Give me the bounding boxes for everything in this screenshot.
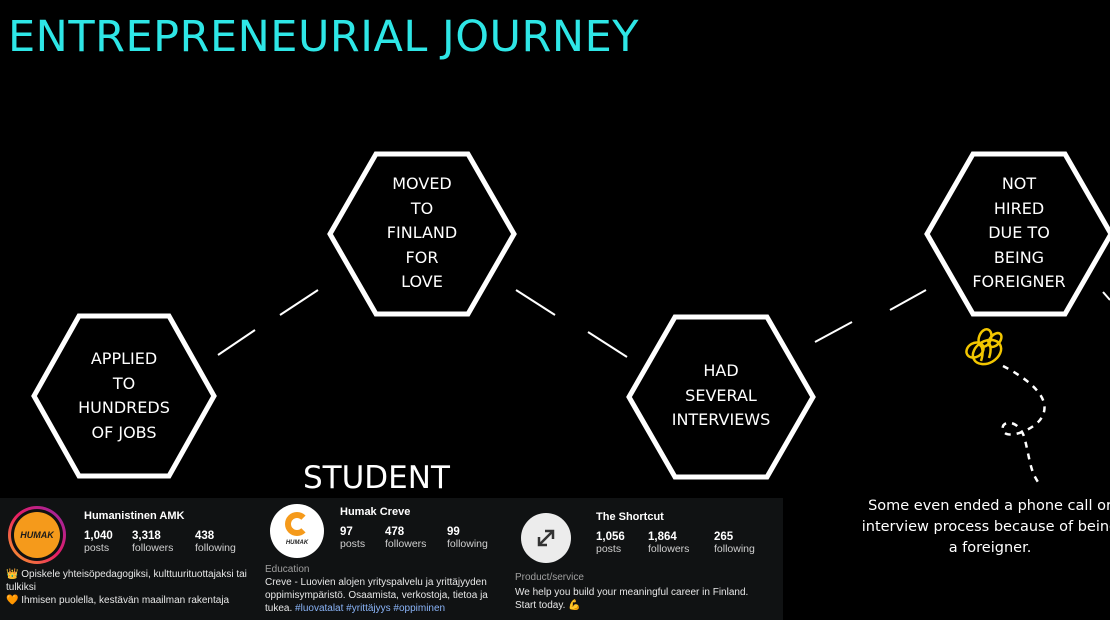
humak-logo-text: HUMAK bbox=[14, 512, 60, 558]
connector-line bbox=[279, 289, 319, 316]
profile-bio: Creve - Luovien alojen yrityspalvelu ja … bbox=[265, 577, 488, 614]
connector-line bbox=[217, 329, 256, 356]
student-label: STUDENT bbox=[303, 460, 450, 496]
profile-name[interactable]: Humak Creve bbox=[340, 506, 411, 518]
profile-category: Product/service bbox=[515, 572, 584, 583]
connector-line bbox=[814, 321, 853, 343]
hexagon-step-3 bbox=[626, 314, 816, 480]
hexagon-step-2 bbox=[327, 151, 517, 317]
foreigner-note: Some even ended a phone call or intervie… bbox=[861, 498, 1110, 556]
bee-trail bbox=[1001, 364, 1046, 483]
shortcut-logo-icon bbox=[521, 513, 571, 563]
creve-logo-icon: HUMAK bbox=[270, 504, 324, 558]
hashtags[interactable]: #luovatalat #yrittäjyys #oppiminen bbox=[295, 603, 446, 614]
bee-icon bbox=[965, 328, 1003, 366]
profile-bio: 👑 Opiskele yhteisöpedagogiksi, kulttuuri… bbox=[6, 569, 247, 606]
page-title: ENTREPRENEURIAL JOURNEY bbox=[8, 12, 640, 62]
hexagon-step-4 bbox=[924, 151, 1110, 317]
connector-line bbox=[889, 289, 927, 311]
connector-line bbox=[515, 289, 556, 316]
humak-logo-icon: HUMAK bbox=[8, 506, 66, 564]
profile-name[interactable]: Humanistinen AMK bbox=[84, 510, 185, 522]
profile-name[interactable]: The Shortcut bbox=[596, 511, 664, 523]
creve-logo-text: HUMAK bbox=[285, 540, 309, 546]
hexagon-step-1 bbox=[31, 313, 217, 479]
connector-line bbox=[587, 331, 628, 358]
connector-line bbox=[1102, 291, 1110, 301]
profile-category: Education bbox=[265, 564, 310, 575]
profile-bio: We help you build your meaningful career… bbox=[515, 587, 749, 611]
